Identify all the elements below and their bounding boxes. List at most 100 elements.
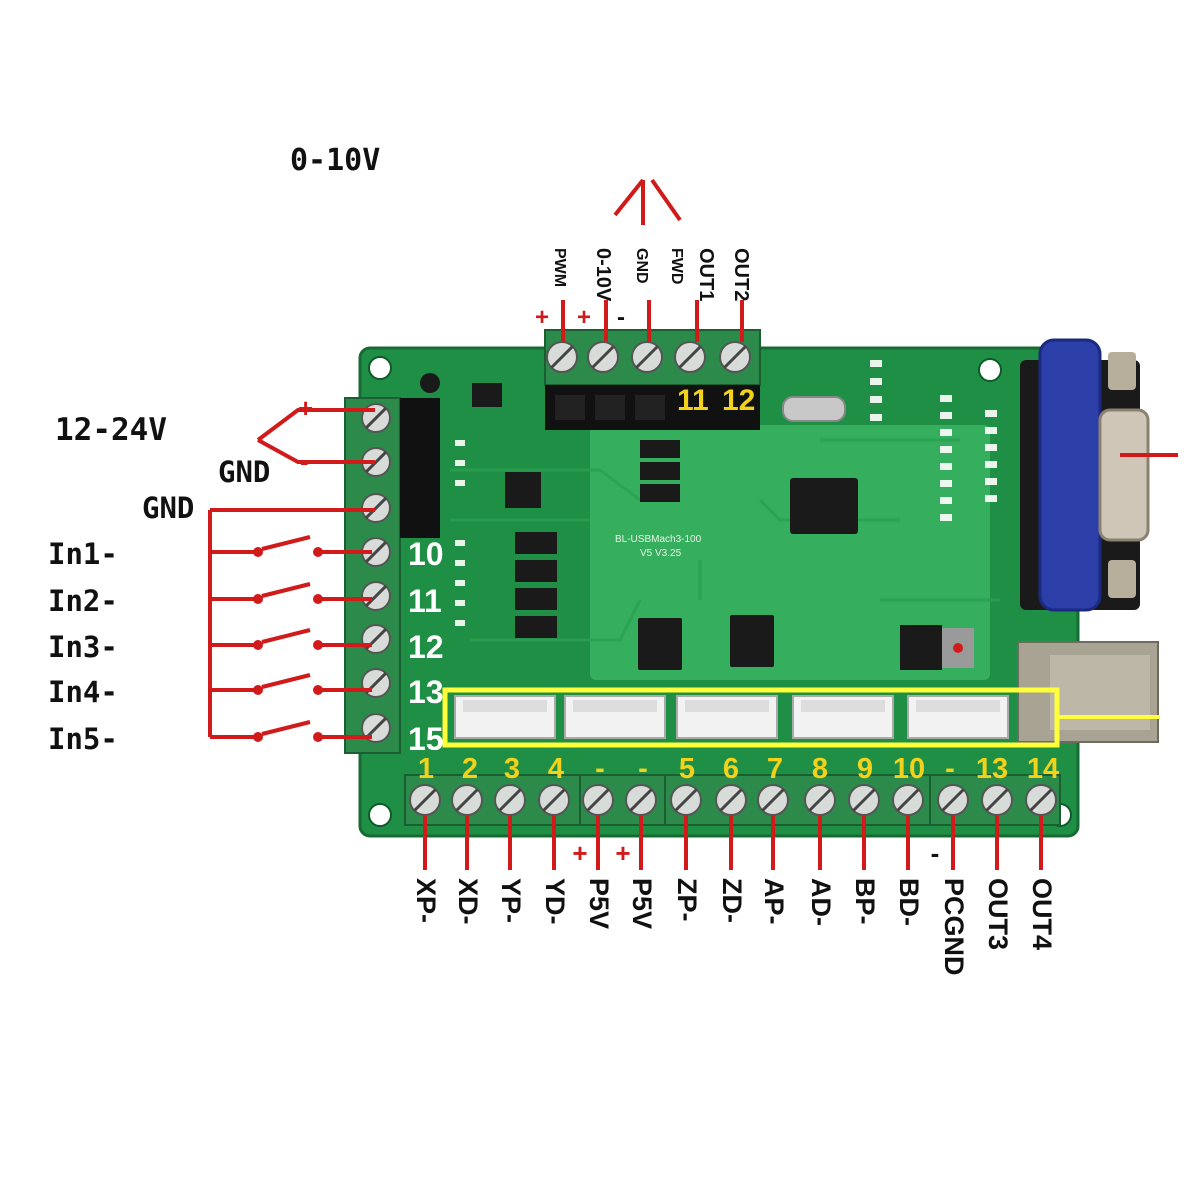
bottom-terminal-label: PCGND — [939, 878, 969, 976]
bottom-pin-number: 8 — [812, 753, 828, 785]
input-switch — [210, 720, 372, 742]
bottom-terminal-label: P5V — [584, 878, 614, 929]
top-terminal-label: FWD — [668, 248, 685, 284]
bottom-pin-number: 2 — [462, 753, 478, 785]
input-switch — [210, 535, 372, 557]
bottom-pin-number: 1 — [418, 753, 434, 785]
pcb-components — [420, 373, 974, 670]
input-switch — [210, 673, 372, 695]
input-label: In1- — [48, 537, 118, 571]
gnd-inputs-label: GND — [142, 491, 194, 525]
terminal-screw — [674, 341, 706, 373]
bottom-terminal-label: ZP- — [672, 878, 702, 922]
input-pin-number: 11 — [408, 583, 442, 619]
terminal-screw — [625, 784, 657, 816]
voltage-regulator — [900, 625, 942, 670]
input-label: In4- — [48, 675, 118, 709]
input-label: In2- — [48, 584, 118, 618]
polarity-sign: + — [535, 304, 549, 331]
bottom-terminal-label: XD- — [453, 878, 483, 925]
polarity-sign: + — [577, 304, 591, 331]
bottom-terminals: XP-XD-YP-YD-P5V+P5V+ZP-ZD-AP-AD-BP-BD-PC… — [409, 784, 1057, 976]
input-label: In5- — [48, 722, 118, 756]
pcb-silk-model: BL-USBMach3-100 — [615, 534, 702, 545]
bottom-terminal-label: P5V — [627, 878, 657, 929]
bottom-terminal-label: OUT3 — [983, 878, 1013, 950]
terminal-screw — [981, 784, 1013, 816]
bottom-pin-number: 6 — [723, 753, 739, 785]
terminal-screw — [715, 784, 747, 816]
top-terminal-label: OUT2 — [730, 248, 752, 301]
top-pin-number: 12 — [722, 384, 755, 417]
bottom-pin-number: 3 — [504, 753, 520, 785]
terminal-screw — [1025, 784, 1057, 816]
terminal-screw — [494, 784, 526, 816]
terminal-screw — [582, 784, 614, 816]
bottom-terminal-label: XP- — [411, 878, 441, 923]
terminal-screw — [361, 624, 391, 654]
terminal-screw — [587, 341, 619, 373]
input-pin-number: 12 — [408, 629, 444, 665]
terminal-screw — [538, 784, 570, 816]
top-arrow — [613, 178, 682, 225]
voltage-top-label: 0-10V — [290, 143, 380, 178]
terminal-screw — [848, 784, 880, 816]
top-terminal-label: OUT1 — [695, 248, 717, 301]
jst-header — [564, 695, 666, 739]
bottom-pin-number: 4 — [548, 753, 564, 785]
microcontroller-chip — [790, 478, 858, 534]
jst-header — [907, 695, 1009, 739]
top-terminal-label: GND — [633, 248, 650, 284]
power-wires — [208, 408, 375, 737]
jst-headers — [454, 695, 1009, 739]
bottom-pin-number: - — [595, 753, 605, 785]
usb-connector — [1017, 641, 1159, 743]
bottom-terminal-label: ZD- — [717, 878, 747, 923]
db15-connector — [1020, 338, 1150, 612]
bottom-pin-number: 5 — [679, 753, 695, 785]
gnd-power-label: GND — [218, 455, 270, 489]
bottom-pin-number: 7 — [767, 753, 783, 785]
bottom-terminal-label: AD- — [806, 878, 836, 926]
terminal-screw — [670, 784, 702, 816]
input-pin-number: 13 — [408, 674, 444, 710]
input-switch — [210, 582, 372, 604]
top-terminal-label: 0-10V — [592, 248, 614, 302]
polarity-sign: + — [615, 838, 630, 868]
terminal-screw — [361, 581, 391, 611]
pcb-silk-version: V5 V3.25 — [640, 548, 682, 559]
power-input-label: 12-24V — [55, 412, 167, 448]
top-pin-number: 11 — [677, 384, 709, 417]
terminal-screw — [937, 784, 969, 816]
bottom-terminal-label: BD- — [894, 878, 924, 926]
header-highlight-box — [442, 687, 1060, 748]
jst-header — [676, 695, 778, 739]
polarity-sign: + — [572, 838, 587, 868]
terminal-screw — [804, 784, 836, 816]
bottom-terminal-label: AP- — [759, 878, 789, 925]
bottom-pin-number: - — [638, 753, 648, 785]
crystal — [782, 396, 846, 422]
polarity-sign: - — [617, 304, 625, 331]
polarity-sign: - — [931, 838, 940, 868]
bottom-terminal-label: BP- — [850, 878, 880, 925]
bottom-terminal-label: YP- — [496, 878, 526, 923]
jst-header — [792, 695, 894, 739]
terminal-screw — [757, 784, 789, 816]
input-switch — [210, 628, 372, 650]
jst-header — [454, 695, 556, 739]
bottom-pin-number: 10 — [893, 753, 925, 785]
terminal-screw — [892, 784, 924, 816]
driver-chip-1 — [638, 618, 682, 670]
top-pin-numbers: 11 12 — [677, 384, 755, 417]
terminal-screw — [546, 341, 578, 373]
input-label: In3- — [48, 630, 118, 664]
terminal-screw — [409, 784, 441, 816]
bottom-pin-number: 9 — [857, 753, 873, 785]
driver-chip-2 — [730, 615, 774, 667]
bottom-terminal-label: YD- — [540, 878, 570, 925]
terminal-screw — [361, 668, 391, 698]
